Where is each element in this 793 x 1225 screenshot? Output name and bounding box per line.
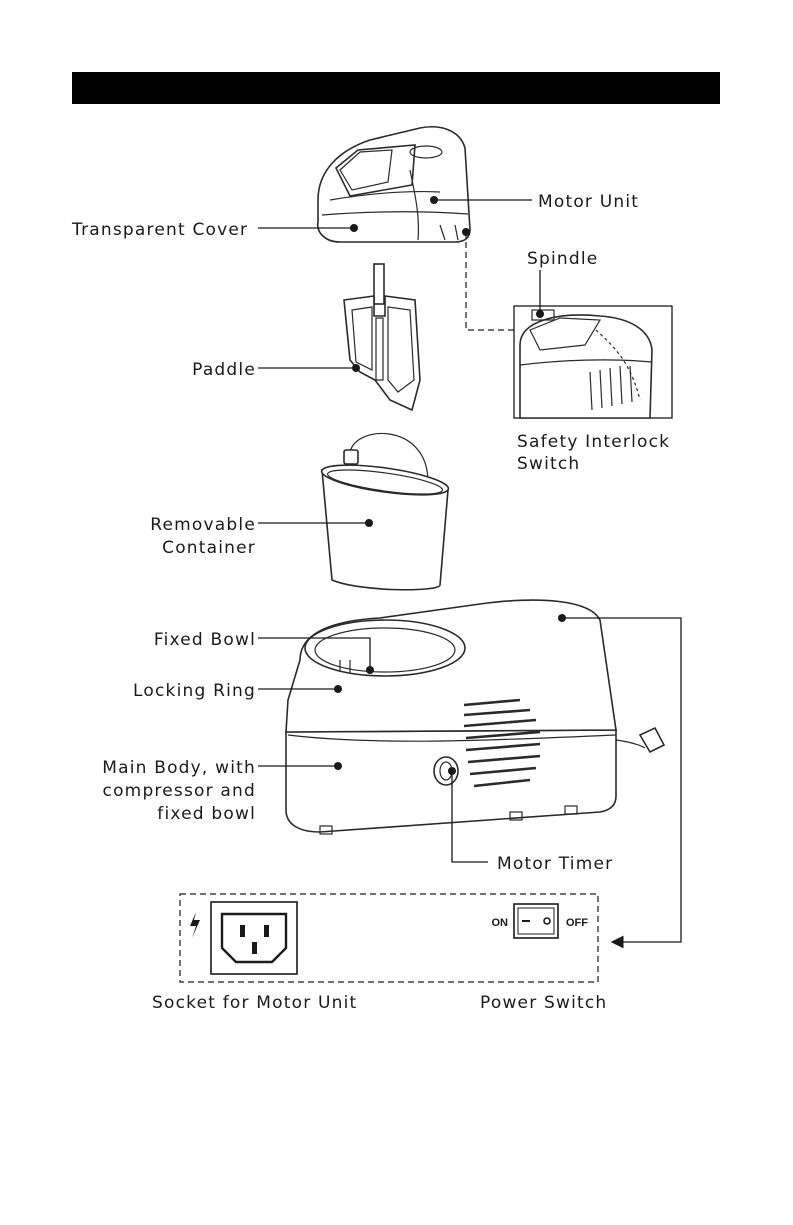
- switch-off-label: OFF: [566, 917, 588, 929]
- label-removable-container-line1: Removable: [150, 515, 256, 535]
- label-safety-interlock-line1: Safety Interlock: [517, 432, 670, 452]
- label-main-body-line2: compressor and: [103, 781, 256, 801]
- label-spindle: Spindle: [527, 249, 598, 269]
- label-socket-for-motor-unit: Socket for Motor Unit: [152, 993, 357, 1013]
- paddle-illustration: [344, 264, 420, 410]
- switch-on-label: ON: [492, 917, 509, 929]
- label-locking-ring: Locking Ring: [133, 681, 256, 701]
- label-main-body-line3: fixed bowl: [157, 804, 256, 824]
- label-transparent-cover: Transparent Cover: [71, 220, 248, 240]
- motor-unit-illustration: [318, 127, 470, 242]
- label-paddle: Paddle: [192, 360, 256, 380]
- label-fixed-bowl: Fixed Bowl: [154, 630, 256, 650]
- control-panel-detail: [180, 894, 598, 982]
- label-power-switch: Power Switch: [480, 993, 607, 1013]
- label-removable-container-line2: Container: [162, 538, 256, 558]
- main-body-illustration: [286, 600, 664, 834]
- label-motor-unit: Motor Unit: [538, 192, 639, 212]
- safety-interlock-inset: [514, 306, 672, 418]
- label-safety-interlock-line2: Switch: [517, 454, 580, 474]
- lightning-icon: [190, 912, 200, 938]
- label-main-body-line1: Main Body, with: [102, 758, 256, 778]
- label-motor-timer: Motor Timer: [497, 854, 613, 874]
- removable-container-illustration: [320, 433, 450, 589]
